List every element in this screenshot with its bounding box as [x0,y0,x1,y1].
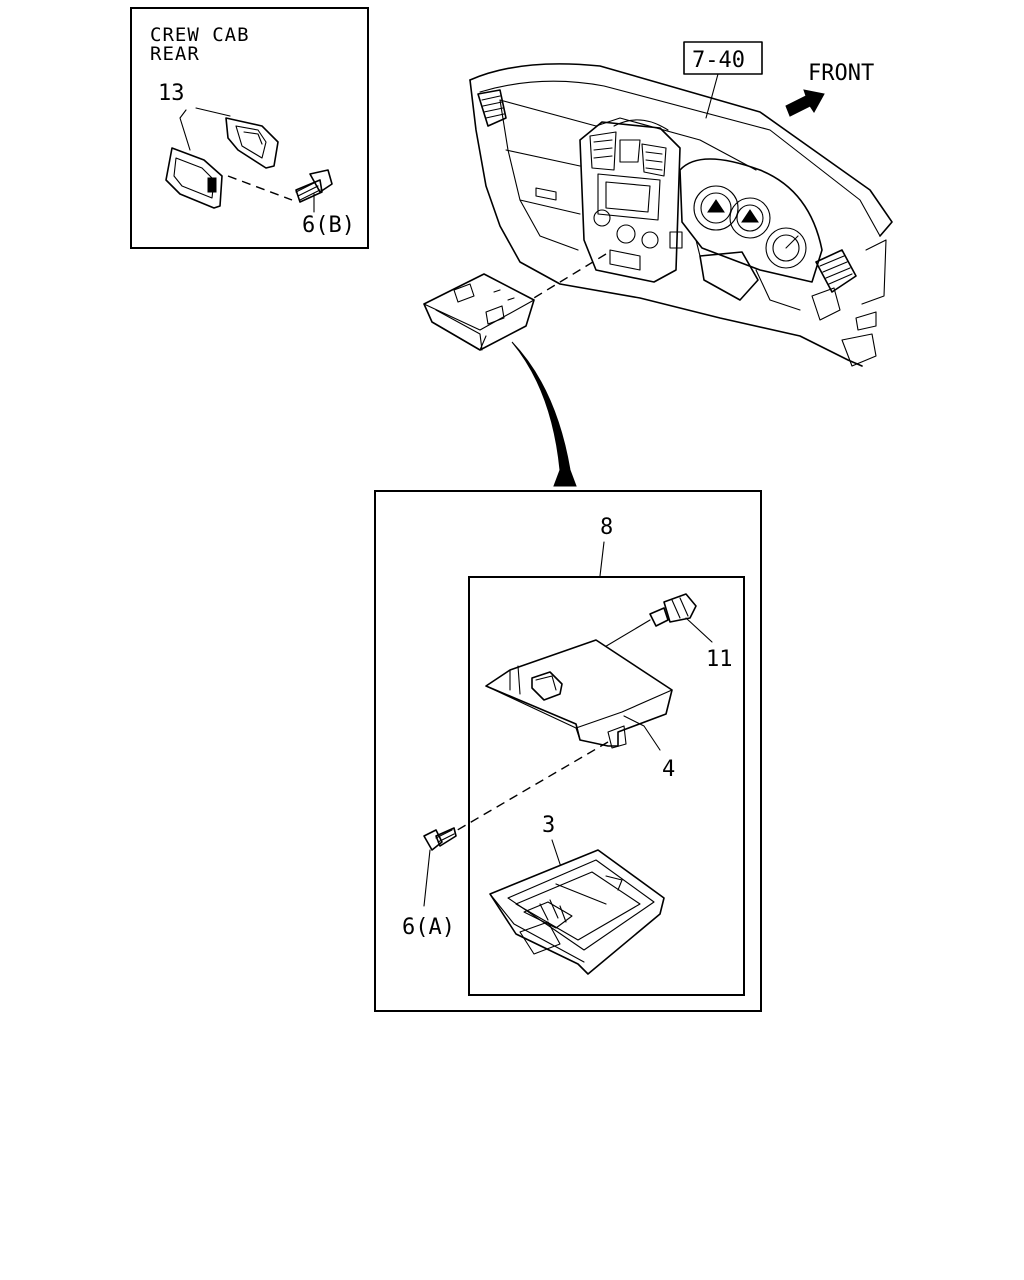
inset-frame [130,7,369,249]
screw-6a [423,827,457,851]
inset-title-line1: CREW CAB [150,24,250,46]
instrument-cluster [679,158,823,283]
part-11-label[interactable]: 11 [706,647,733,672]
detail-outer-frame [374,490,762,1012]
part-6a-label[interactable]: 6(A) [402,915,455,940]
crew-cab-rear-inset: CREW CAB REAR 13 6(B) [130,7,369,249]
left-air-vent [477,89,507,127]
screw-6b [295,169,333,203]
part-13-cover [165,147,223,209]
detail-arrow-icon [511,341,577,487]
front-arrow-icon [785,89,825,117]
steering-column [699,251,759,301]
part-3-tray [489,849,665,975]
part-11-bulb [649,593,697,627]
dash-to-tray-line [523,253,607,305]
ref-7-40-label[interactable]: 7-40 [692,48,745,73]
part-8-leader [599,541,605,577]
front-label: FRONT [808,61,874,86]
ref-box-7-40 [683,41,763,75]
part-4-label[interactable]: 4 [662,757,675,782]
center-stack [579,119,681,283]
part-4-leader [623,715,661,751]
part-6a-leader [423,849,431,907]
part-4-housing [485,639,673,749]
dashboard-assembly: 7-40 FRONT [469,41,893,367]
dash-top-edge [469,63,893,237]
part-13-clip [225,117,279,169]
inset-dash-line [227,175,293,201]
part-11-leader [685,617,713,643]
housing-to-screw-line [453,741,609,833]
part-6b-label[interactable]: 6(B) [302,213,355,238]
detail-inner-frame [468,576,745,996]
ref-7-40-leader [705,73,719,119]
tray-assembly-small [423,273,535,351]
inset-title-line2: REAR [150,43,200,65]
part-8-label[interactable]: 8 [600,515,613,540]
right-air-vent [815,249,857,293]
part-3-label[interactable]: 3 [542,813,555,838]
part-13-label[interactable]: 13 [158,81,185,106]
detail-box: 8 11 4 6 [374,490,762,1012]
part-13-leader [179,107,231,151]
dash-bottom-edge [469,79,863,367]
